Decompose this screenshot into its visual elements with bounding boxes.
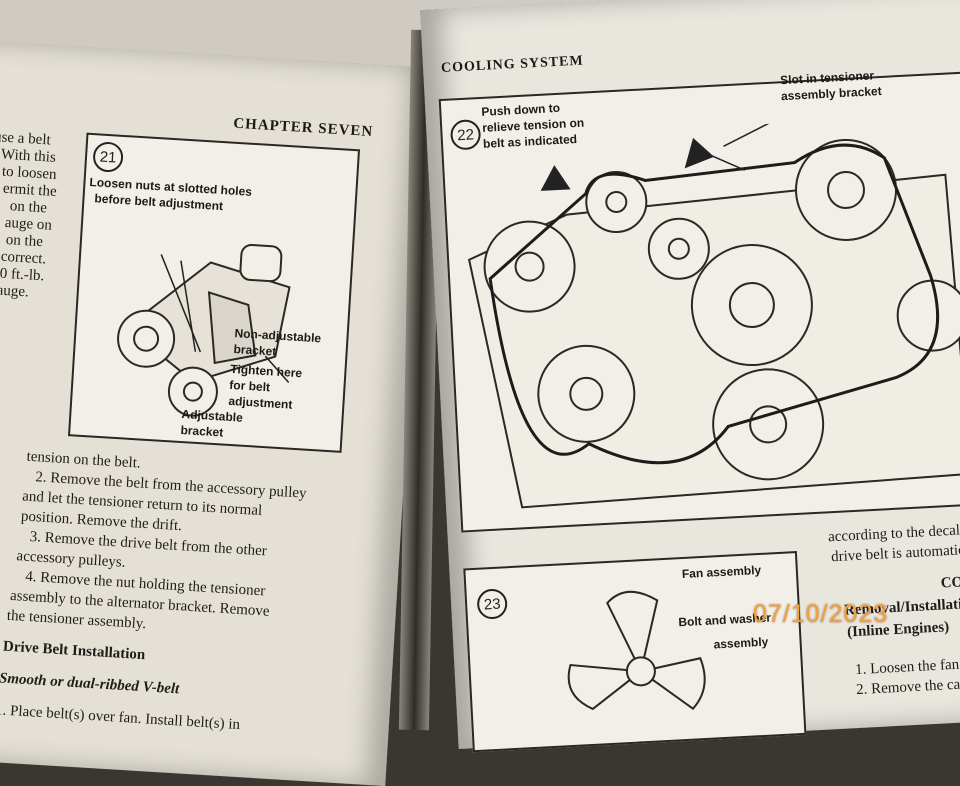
figure-21: 21 Loosen nuts at slotted holes before b… [67, 132, 361, 453]
figure-label: Adjustable [181, 407, 244, 425]
section-heading: Drive Belt Installation [2, 638, 146, 664]
section-header: COOLING SYSTEM [440, 53, 585, 76]
engine-drive-belt-drawing [467, 113, 960, 509]
right-page: COOLING SYSTEM 22 Push down to relieve t… [420, 0, 960, 753]
figure-label: Push down to [481, 100, 561, 119]
step-line: 2. Remove the cap [855, 676, 960, 699]
fan-assembly-drawing [567, 590, 706, 711]
figure-label: bracket [233, 342, 277, 359]
margin-fragment: auge. [0, 282, 30, 301]
figure-label: assembly bracket [780, 83, 882, 104]
figure-label: for belt [228, 377, 271, 395]
figure-number: 21 [92, 141, 124, 173]
cooling-heading: COOLIN [940, 572, 960, 592]
left-page: CHAPTER SEVEN use a belt With this to lo… [0, 40, 430, 786]
figure-23: 23 Fan assembly Bolt and washer assembly [463, 551, 807, 753]
step-line: 1. Loosen the fan be [854, 656, 960, 679]
belt-bracket-drawing [117, 243, 291, 417]
date-stamp: 07/10/2023 [753, 600, 889, 628]
figure-22: 22 Push down to relieve tension on belt … [438, 68, 960, 533]
figure-number: 23 [476, 588, 508, 620]
body-line: 1. Place belt(s) over fan. Install belt(… [0, 702, 241, 734]
figure-label: bracket [180, 422, 224, 440]
subheading: Smooth or dual-ribbed V-belt [0, 670, 180, 698]
side-text-line: drive belt is automatic [830, 542, 960, 566]
chapter-header: CHAPTER SEVEN [232, 115, 374, 141]
